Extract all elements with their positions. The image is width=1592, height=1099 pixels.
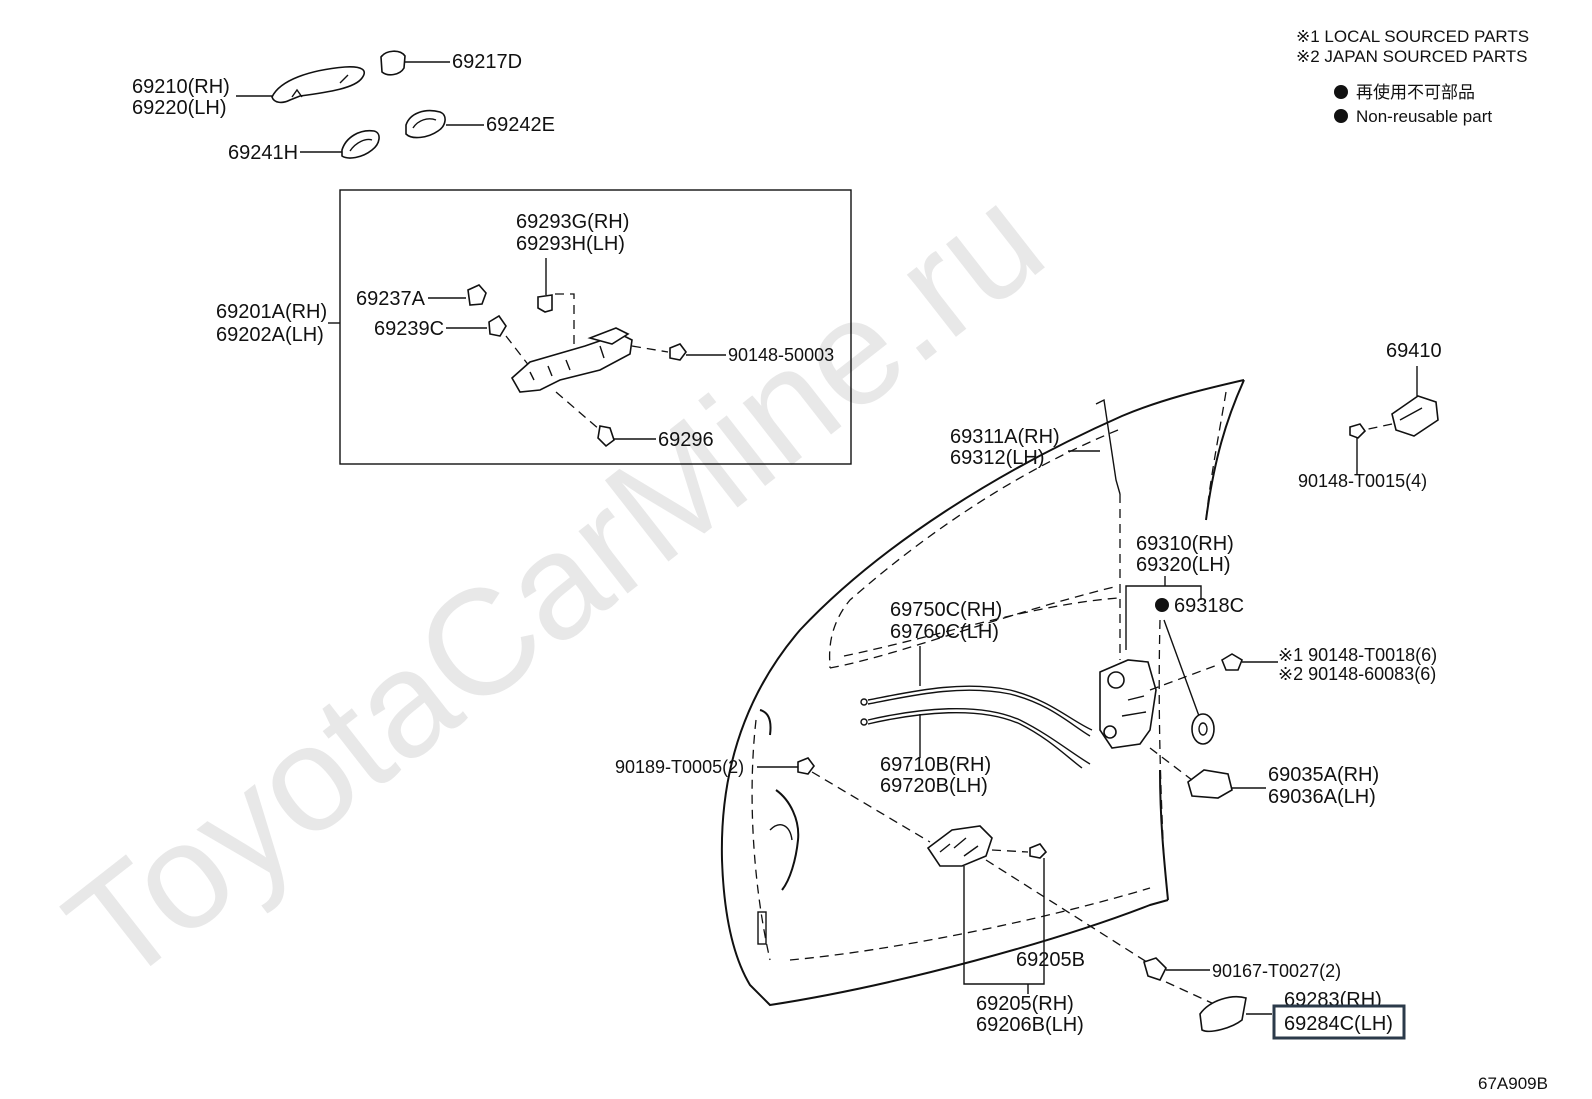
label-69242E: 69242E — [486, 114, 555, 136]
label-69202A: 69202A(LH) — [216, 324, 324, 346]
label-69293G: 69293G(RH) — [516, 211, 629, 233]
label-69720B: 69720B(LH) — [880, 775, 988, 797]
label-69241H: 69241H — [228, 142, 298, 164]
label-69220: 69220(LH) — [132, 97, 227, 119]
watermark: ToyotaCarMine.ru — [36, 154, 1072, 1015]
label-69205: 69205(RH) — [976, 993, 1074, 1015]
seal-69318C[interactable] — [1191, 713, 1215, 745]
striker-69410[interactable] — [1391, 395, 1439, 437]
handle-cover-69035A[interactable] — [1187, 769, 1233, 799]
frame-assembly-box — [339, 189, 852, 465]
screw-69205B[interactable] — [1029, 843, 1048, 859]
label-69293H: 69293H(LH) — [516, 233, 625, 255]
nonreusable-dot-icon — [1334, 109, 1348, 123]
diagram-code: 67A909B — [1478, 1074, 1548, 1093]
label-90148-50003: 90148-50003 — [728, 345, 834, 365]
handle-pad-69241H[interactable] — [341, 129, 380, 159]
handle-frame-69201A[interactable] — [510, 327, 633, 393]
note-nonreusable-en: Non-reusable part — [1356, 107, 1492, 126]
label-69310: 69310(RH) — [1136, 533, 1234, 555]
screw-90148-T0018[interactable] — [1221, 653, 1243, 671]
label-69205B: 69205B — [1016, 949, 1085, 971]
note-japan-sourced: ※2 JAPAN SOURCED PARTS — [1296, 47, 1528, 66]
label-90148-T0018: ※1 90148-T0018(6) — [1278, 645, 1437, 665]
door-lock-69310[interactable] — [1099, 659, 1157, 749]
door-outline — [720, 379, 1245, 1007]
label-69410: 69410 — [1386, 340, 1442, 362]
clip-69293[interactable] — [537, 294, 553, 313]
label-90189: 90189-T0005(2) — [615, 757, 744, 777]
label-69036A: 69036A(LH) — [1268, 786, 1376, 808]
inside-handle-69205[interactable] — [926, 825, 993, 867]
outside-handle-69210[interactable] — [271, 66, 366, 104]
label-69239C: 69239C — [374, 318, 444, 340]
label-69035A: 69035A(RH) — [1268, 764, 1379, 786]
lock-rod-69311A[interactable] — [1095, 398, 1121, 495]
label-90148-60083: ※2 90148-60083(6) — [1278, 664, 1436, 684]
label-69210: 69210(RH) — [132, 76, 230, 98]
label-69760C: 69760C(LH) — [890, 621, 999, 643]
label-69284C: 69284C(LH) — [1284, 1013, 1393, 1035]
label-90148-T0015: 90148-T0015(4) — [1298, 471, 1427, 491]
cover-69283[interactable] — [1199, 996, 1247, 1033]
handle-cap-69217D[interactable] — [380, 50, 406, 76]
label-90167: 90167-T0027(2) — [1212, 961, 1341, 981]
label-69312: 69312(LH) — [950, 447, 1045, 469]
label-69318C: 69318C — [1174, 595, 1244, 617]
note-nonreusable-jp: 再使用不可部品 — [1356, 82, 1475, 102]
pad-69239C[interactable] — [488, 314, 507, 337]
label-69750C: 69750C(RH) — [890, 599, 1002, 621]
clip-90189[interactable] — [797, 757, 815, 775]
cable-69750C[interactable] — [860, 685, 1093, 737]
bolt-69296[interactable] — [597, 425, 615, 448]
label-69206B: 69206B(LH) — [976, 1014, 1084, 1036]
screw-90148-50003[interactable] — [669, 343, 687, 361]
handle-pad-69242E[interactable] — [405, 109, 446, 139]
cable-69710B[interactable] — [860, 707, 1091, 769]
label-69710B: 69710B(RH) — [880, 754, 991, 776]
nonreusable-dot-icon — [1334, 85, 1348, 99]
note-local-sourced: ※1 LOCAL SOURCED PARTS — [1296, 27, 1529, 46]
label-69237A: 69237A — [356, 288, 426, 310]
bolt-90167[interactable] — [1143, 957, 1167, 981]
label-69201A: 69201A(RH) — [216, 301, 327, 323]
label-69217D: 69217D — [452, 51, 522, 73]
cap-69237A[interactable] — [467, 284, 487, 306]
screw-90148-T0015[interactable] — [1349, 423, 1367, 439]
nonreusable-dot-icon — [1155, 598, 1169, 612]
label-69296: 69296 — [658, 429, 714, 451]
highlight-box-69284C[interactable] — [1272, 1004, 1406, 1040]
label-69320: 69320(LH) — [1136, 554, 1231, 576]
label-69311A: 69311A(RH) — [950, 426, 1060, 448]
